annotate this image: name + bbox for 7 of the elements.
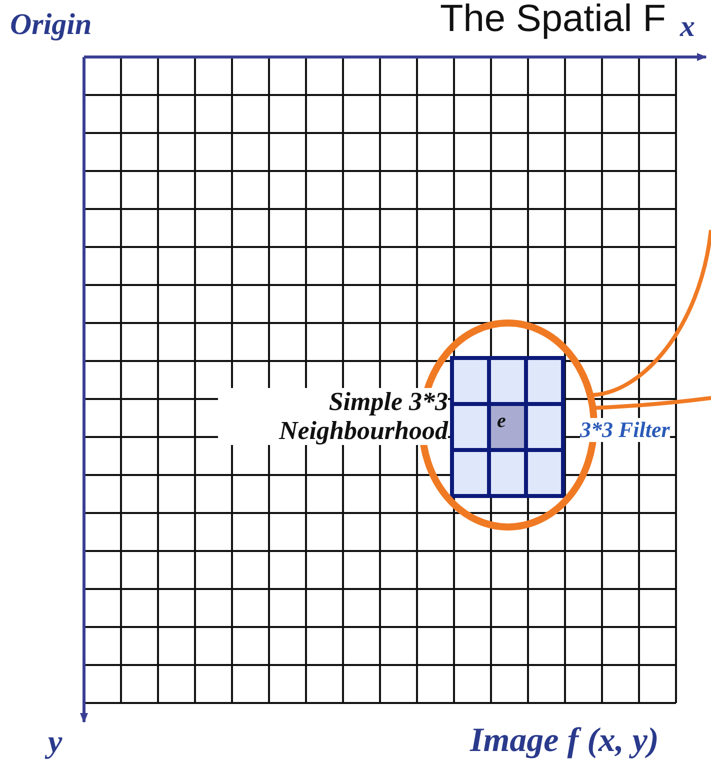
cell-label: e bbox=[497, 410, 506, 432]
axis-label: x bbox=[680, 10, 695, 43]
region-label: Simple 3*3 Neighbourhood bbox=[218, 388, 448, 446]
filter-label: 3*3 Filter bbox=[580, 418, 670, 442]
axis-label: Origin bbox=[10, 8, 92, 41]
image-caption: Image f (x, y) bbox=[470, 722, 659, 760]
title: The Spatial F bbox=[440, 0, 666, 38]
